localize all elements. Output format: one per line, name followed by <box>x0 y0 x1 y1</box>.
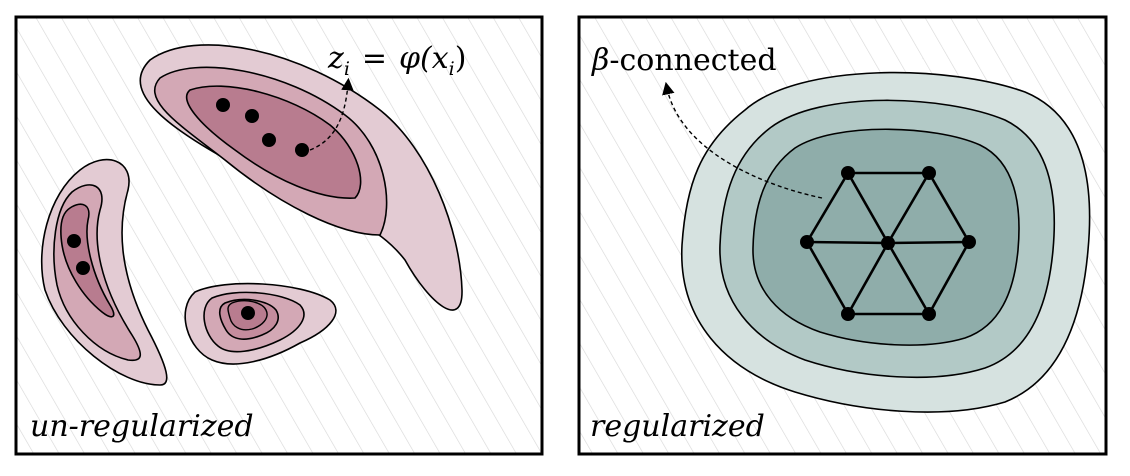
embedding-arrow <box>309 77 354 151</box>
graph-nodes <box>800 166 976 321</box>
graph-node <box>922 307 936 321</box>
graph-edge <box>806 240 889 245</box>
cluster-large <box>139 44 463 311</box>
graph-edge <box>927 172 971 243</box>
graph-edge <box>887 240 970 245</box>
graph-node <box>800 235 814 249</box>
connectivity-graph <box>805 171 971 316</box>
graph-node <box>841 307 855 321</box>
panel-border <box>577 15 1108 456</box>
contour-level-3 <box>60 203 115 318</box>
graph-edge <box>805 172 850 243</box>
graph-node <box>922 166 936 180</box>
data-point <box>295 143 309 157</box>
connectivity-arrow <box>662 81 823 199</box>
graph-edge <box>886 242 931 315</box>
data-point <box>67 234 81 248</box>
data-point <box>216 98 230 112</box>
graph-node <box>841 166 855 180</box>
graph-node <box>881 236 895 250</box>
data-point <box>262 133 276 147</box>
data-point <box>245 109 259 123</box>
graph-edge <box>805 241 850 315</box>
cluster-crescent <box>40 158 168 386</box>
graph-node <box>962 235 976 249</box>
formula-label: zi=φ(xi) <box>327 41 466 80</box>
graph-edge <box>846 242 890 315</box>
caption-unregularized: un-regularized <box>30 409 254 444</box>
panel-border <box>14 15 544 456</box>
panel-regularized: β-connected regularized <box>577 15 1108 456</box>
caption-regularized: regularized <box>590 409 765 444</box>
cluster-small <box>184 282 337 365</box>
graph-edge <box>927 241 971 315</box>
graph-edge <box>846 172 890 244</box>
graph-edge <box>886 172 931 244</box>
data-point <box>76 261 90 275</box>
data-point <box>241 306 255 320</box>
panel-unregularized: zi=φ(xi) un-regularized <box>14 15 544 456</box>
beta-connected-label: β-connected <box>591 43 777 78</box>
